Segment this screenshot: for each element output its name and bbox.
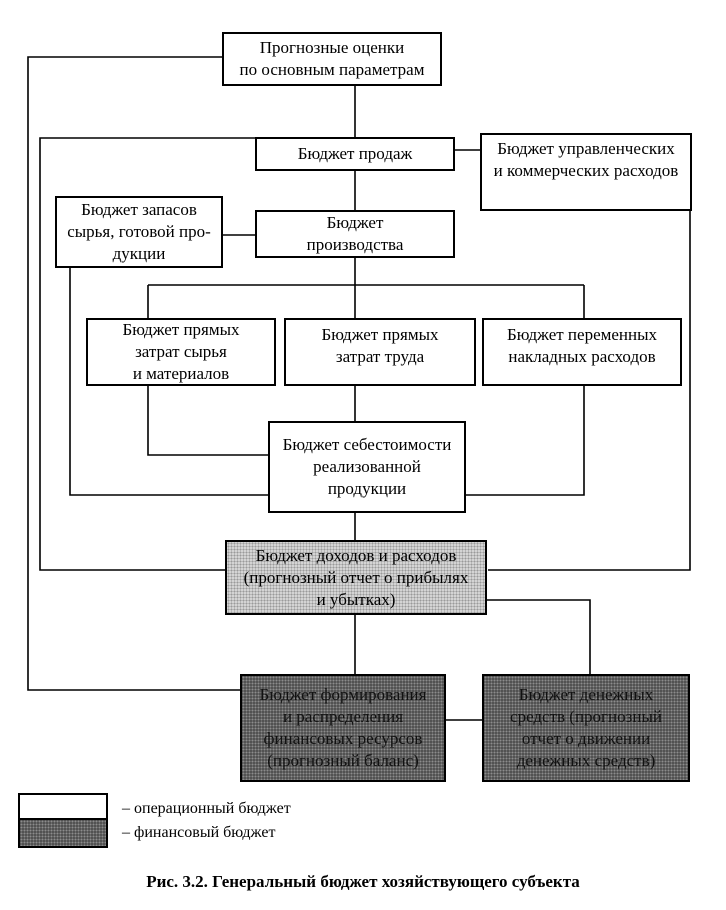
inventory-budget-box: Бюджет запасов сырья, готовой про- дукци… bbox=[55, 196, 223, 268]
direct-labor-budget-box: Бюджет прямых затрат труда bbox=[284, 318, 476, 386]
financial-resources-budget-box: Бюджет формирования и распределения фина… bbox=[240, 674, 446, 782]
direct-materials-budget-label: Бюджет прямых затрат сырья и материалов bbox=[122, 320, 240, 383]
sales-budget-box: Бюджет продаж bbox=[255, 137, 455, 171]
admin-expenses-budget-label: Бюджет управленческих и коммерческих рас… bbox=[493, 139, 679, 180]
cost-of-sales-budget-label: Бюджет себестоимости реализованной проду… bbox=[282, 435, 452, 498]
admin-expenses-budget-box: Бюджет управленческих и коммерческих рас… bbox=[480, 133, 692, 211]
sales-budget-label: Бюджет продаж bbox=[297, 144, 413, 163]
variable-overhead-budget-box: Бюджет переменных накладных расходов bbox=[482, 318, 682, 386]
legend-financial-swatch bbox=[18, 818, 108, 848]
forecast-box: Прогнозные оценки по основным параметрам bbox=[222, 32, 442, 86]
production-budget-box: Бюджет производства bbox=[255, 210, 455, 258]
legend-financial-label: – финансовый бюджет bbox=[122, 824, 276, 841]
financial-resources-budget-label: Бюджет формирования и распределения фина… bbox=[259, 685, 427, 770]
forecast-label: Прогнозные оценки по основным параметрам bbox=[239, 38, 425, 79]
cost-of-sales-budget-box: Бюджет себестоимости реализованной проду… bbox=[268, 421, 466, 513]
variable-overhead-budget-label: Бюджет переменных накладных расходов bbox=[506, 325, 658, 366]
income-statement-budget-box: Бюджет доходов и расходов (прогнозный от… bbox=[225, 540, 487, 615]
direct-materials-budget-box: Бюджет прямых затрат сырья и материалов bbox=[86, 318, 276, 386]
legend-operational-label: – операционный бюджет bbox=[122, 800, 291, 817]
figure-caption: Рис. 3.2. Генеральный бюджет хозяйствующ… bbox=[146, 872, 580, 891]
cash-budget-box: Бюджет денежных средств (прогнозный отче… bbox=[482, 674, 690, 782]
income-statement-budget-label: Бюджет доходов и расходов (прогнозный от… bbox=[243, 545, 469, 609]
production-budget-label: Бюджет производства bbox=[306, 213, 404, 254]
cash-budget-label: Бюджет денежных средств (прогнозный отче… bbox=[510, 685, 662, 770]
inventory-budget-label: Бюджет запасов сырья, готовой про- дукци… bbox=[67, 200, 211, 263]
direct-labor-budget-label: Бюджет прямых затрат труда bbox=[321, 325, 439, 366]
